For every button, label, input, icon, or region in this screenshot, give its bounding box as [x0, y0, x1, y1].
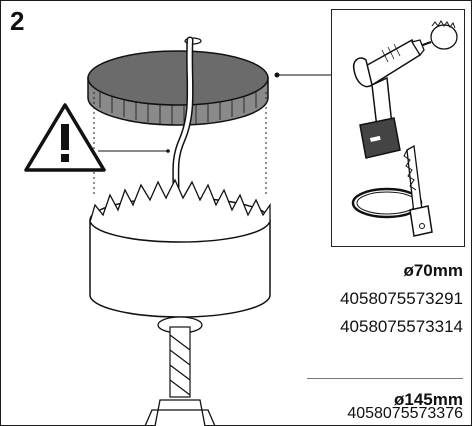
- hole-saw: [89, 178, 271, 426]
- spec-small-diameter: ø70mm: [403, 261, 463, 280]
- tools-illustration: [351, 20, 458, 237]
- keyhole-saw-icon: [351, 144, 433, 237]
- spec-divider: [307, 378, 463, 379]
- cordless-drill-icon: [352, 38, 425, 159]
- spec-small-article-1: 4058075573291: [340, 289, 463, 308]
- alignment-guides: [93, 92, 267, 195]
- hole-saw-icon: [419, 20, 458, 50]
- warning-triangle-icon: [24, 103, 106, 172]
- spec-large-article-1: 4058075573376: [347, 405, 463, 422]
- tools-panel: [331, 9, 465, 247]
- step-number: 2: [10, 6, 25, 36]
- spec-large-diameter: ø145mm: [394, 390, 463, 409]
- ceiling-canopy: [87, 37, 269, 126]
- spec-small-article-2: 4058075573314: [340, 317, 463, 336]
